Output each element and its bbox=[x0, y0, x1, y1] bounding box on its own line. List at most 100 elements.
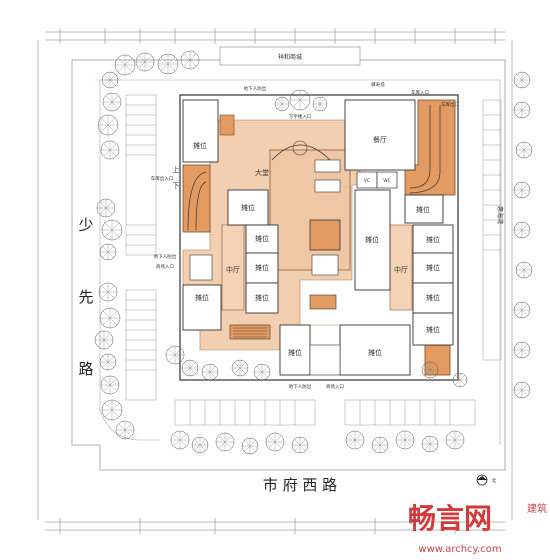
tree-spoke bbox=[516, 389, 523, 396]
escalator-steps bbox=[233, 327, 267, 338]
street-east: 惠海湾 bbox=[496, 206, 504, 224]
compass bbox=[476, 474, 488, 486]
tree-spoke bbox=[102, 361, 109, 368]
room-wc: WC bbox=[383, 178, 391, 184]
label-car-out-top: 车库出口 bbox=[441, 101, 459, 108]
service-rooms bbox=[189, 159, 341, 376]
tree-spoke bbox=[292, 92, 301, 101]
tree-spoke bbox=[379, 444, 386, 451]
tree-spoke bbox=[104, 79, 111, 86]
tree-spoke bbox=[448, 433, 456, 441]
ramp-right-arc bbox=[409, 105, 431, 189]
tree-spoke bbox=[184, 362, 191, 369]
tree-spoke bbox=[107, 291, 115, 299]
tree-spoke bbox=[109, 79, 116, 86]
tree-spoke bbox=[261, 366, 268, 373]
tree-spoke bbox=[107, 117, 116, 126]
lobby-feature bbox=[292, 140, 308, 156]
tree-spoke bbox=[174, 348, 182, 356]
tree-spoke bbox=[103, 149, 111, 157]
tree-spoke bbox=[107, 251, 114, 258]
tree-spoke bbox=[107, 246, 114, 253]
tree-spoke bbox=[105, 95, 113, 103]
tree-spoke bbox=[103, 333, 111, 341]
stair-middle bbox=[309, 294, 337, 310]
room-center-left: 中厅 bbox=[226, 265, 240, 274]
tree-spoke bbox=[138, 55, 146, 63]
tree-spoke bbox=[104, 222, 113, 231]
tree-spoke bbox=[107, 356, 114, 363]
tree-spoke bbox=[117, 64, 126, 73]
tree-spoke bbox=[256, 366, 263, 373]
tree-spoke bbox=[99, 207, 107, 215]
tree-spoke bbox=[454, 374, 461, 381]
tree-spoke bbox=[521, 189, 528, 196]
tree-spoke bbox=[379, 439, 386, 446]
ramp-right-arc2 bbox=[409, 105, 441, 194]
tree-spoke bbox=[104, 402, 113, 411]
room-restaurant: 餐厅 bbox=[373, 135, 387, 144]
tree-spoke bbox=[374, 439, 381, 446]
tree-spoke bbox=[218, 441, 226, 449]
stall-label: 摊位 bbox=[195, 293, 209, 302]
tree-spoke bbox=[424, 369, 431, 376]
stair-top bbox=[219, 114, 235, 136]
tree-spoke bbox=[111, 95, 119, 103]
tree-spoke bbox=[292, 99, 301, 108]
tree-spoke bbox=[523, 264, 530, 271]
tree-spoke bbox=[124, 64, 133, 73]
tree-spoke bbox=[459, 374, 466, 381]
tree-spoke bbox=[100, 117, 109, 126]
tree-spoke bbox=[101, 291, 109, 299]
tree-spoke bbox=[117, 57, 126, 66]
tree-spoke bbox=[168, 354, 176, 362]
tree-spoke bbox=[521, 309, 528, 316]
tree-spoke bbox=[199, 439, 206, 446]
watermark-side: 建筑 bbox=[527, 502, 547, 515]
ramp-left bbox=[182, 164, 211, 233]
tree-spoke bbox=[459, 379, 466, 386]
street-west-1: 少 bbox=[78, 216, 93, 234]
tree-spoke bbox=[521, 304, 528, 311]
tree-spoke bbox=[521, 109, 528, 116]
tree-spoke bbox=[348, 433, 356, 441]
stall-label: 摊位 bbox=[426, 263, 440, 272]
tree-spoke bbox=[348, 439, 356, 447]
tree-spoke bbox=[179, 433, 187, 441]
tree-spoke bbox=[398, 433, 406, 441]
room-center-right: 中厅 bbox=[394, 265, 408, 274]
parking-bottom bbox=[174, 399, 476, 426]
tree-spoke bbox=[234, 362, 241, 369]
tree-spoke bbox=[103, 339, 111, 347]
tree-spoke bbox=[429, 438, 436, 445]
tree-spoke bbox=[104, 229, 113, 238]
stall-label: 摊位 bbox=[255, 263, 269, 272]
tree-spoke bbox=[521, 104, 528, 111]
lobby-curve bbox=[271, 144, 331, 161]
tree-spoke bbox=[454, 439, 462, 447]
tree-spoke bbox=[102, 246, 109, 253]
tree-spoke bbox=[194, 444, 201, 451]
tree-spoke bbox=[107, 361, 114, 368]
tree-spoke bbox=[276, 98, 283, 105]
tree-spoke bbox=[239, 367, 246, 374]
tree-spoke bbox=[521, 224, 528, 231]
tree-spoke bbox=[138, 61, 146, 69]
tree-spoke bbox=[183, 59, 191, 67]
tree-spoke bbox=[314, 98, 321, 105]
tree-spoke bbox=[274, 441, 282, 449]
site-boundary bbox=[71, 59, 506, 471]
tree-spoke bbox=[102, 310, 111, 319]
tree-spoke bbox=[516, 229, 523, 236]
core-stair bbox=[309, 219, 341, 251]
ramp-up-label: 上 bbox=[173, 165, 180, 174]
tree-spoke bbox=[111, 229, 120, 238]
tree-spoke bbox=[429, 443, 436, 450]
inner-site-line bbox=[95, 79, 501, 445]
tree-spoke bbox=[256, 371, 263, 378]
tree-spoke bbox=[111, 101, 119, 109]
escalator bbox=[229, 324, 271, 340]
compass-label: 北 bbox=[492, 477, 497, 484]
tree-spoke bbox=[189, 59, 197, 67]
tree-spoke bbox=[124, 429, 132, 437]
